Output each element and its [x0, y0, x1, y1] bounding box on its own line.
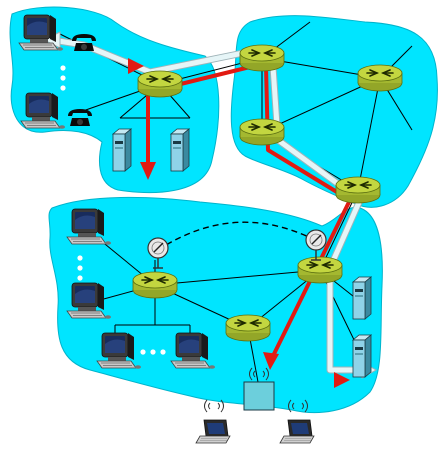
- path-primary-end-arrowhead-icon: [140, 162, 156, 180]
- router-icon: [297, 256, 343, 284]
- router-icon: [225, 314, 271, 342]
- router-icon: [239, 118, 285, 146]
- router-icon: [137, 70, 183, 98]
- router-icon: [132, 271, 178, 299]
- server-icon: [352, 276, 372, 320]
- path-primary-end-arrowhead-icon: [263, 352, 279, 370]
- path-start-arrowhead-icon: [128, 58, 144, 74]
- wireless-access-point-icon: [243, 367, 275, 411]
- host-ellipsis-dots: [60, 65, 166, 355]
- server-icon: [352, 334, 372, 378]
- satellite-link: [157, 221, 316, 251]
- laptop-icon: [195, 399, 231, 444]
- router-icon: [357, 64, 403, 92]
- path-start-arrowhead-icon: [334, 372, 350, 388]
- server-icon: [170, 128, 190, 172]
- path-secondary: [48, 36, 366, 374]
- router-icon: [335, 176, 381, 204]
- router-icon: [239, 44, 285, 72]
- server-icon: [112, 128, 132, 172]
